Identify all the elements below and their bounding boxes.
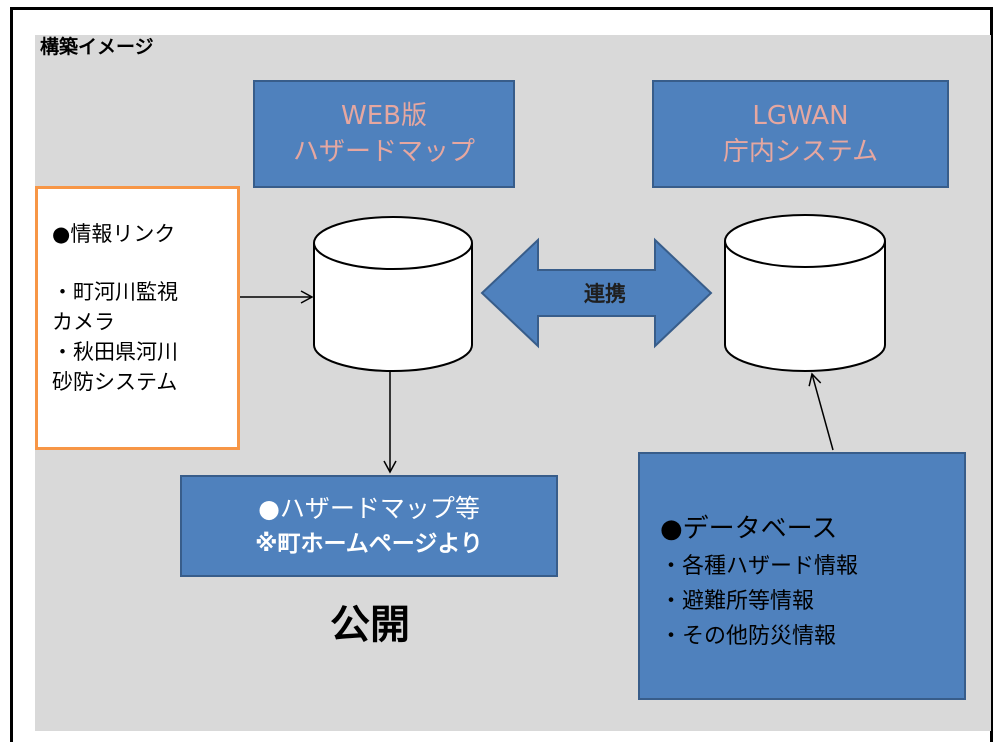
diagram-title: 構築イメージ	[40, 36, 154, 58]
info-link-line: 砂防システム	[52, 370, 178, 394]
web-hazard-map-box: WEB版 ハザードマップ	[253, 80, 515, 188]
info-link-heading: ●情報リンク	[52, 222, 176, 246]
database-item: ・各種ハザード情報	[660, 553, 859, 579]
lgwan-system-box: LGWAN 庁内システム	[652, 80, 949, 188]
database-heading: ●データベース	[660, 513, 838, 544]
info-link-line: カメラ	[52, 310, 115, 334]
publish-label: 公開	[330, 602, 410, 648]
database-box: ●データベース ・各種ハザード情報 ・避難所等情報 ・その他防災情報	[638, 452, 966, 700]
lgwan-box-line2: 庁内システム	[722, 137, 879, 167]
hazard-box-line2: ※町ホームページより	[255, 531, 483, 557]
info-link-line: ・秋田県河川	[52, 340, 178, 364]
web-database-cylinder	[313, 216, 473, 372]
database-item: ・避難所等情報	[660, 588, 815, 614]
hazard-box-line1: ●ハザードマップ等	[258, 494, 480, 523]
info-link-line: ・町河川監視	[52, 280, 178, 304]
link-double-arrow	[480, 237, 713, 349]
hazard-map-box: ●ハザードマップ等 ※町ホームページより	[180, 475, 558, 577]
lgwan-database-cylinder	[724, 214, 886, 372]
lgwan-box-line1: LGWAN	[752, 101, 849, 131]
web-box-line1: WEB版	[341, 101, 427, 131]
link-label: 連携	[584, 282, 626, 306]
info-link-box: ●情報リンク ・町河川監視 カメラ ・秋田県河川 砂防システム	[35, 186, 240, 450]
database-item: ・その他防災情報	[660, 623, 837, 649]
datastore-to-lgwan-arrow	[808, 372, 834, 451]
web-box-line2: ハザードマップ	[292, 137, 475, 167]
